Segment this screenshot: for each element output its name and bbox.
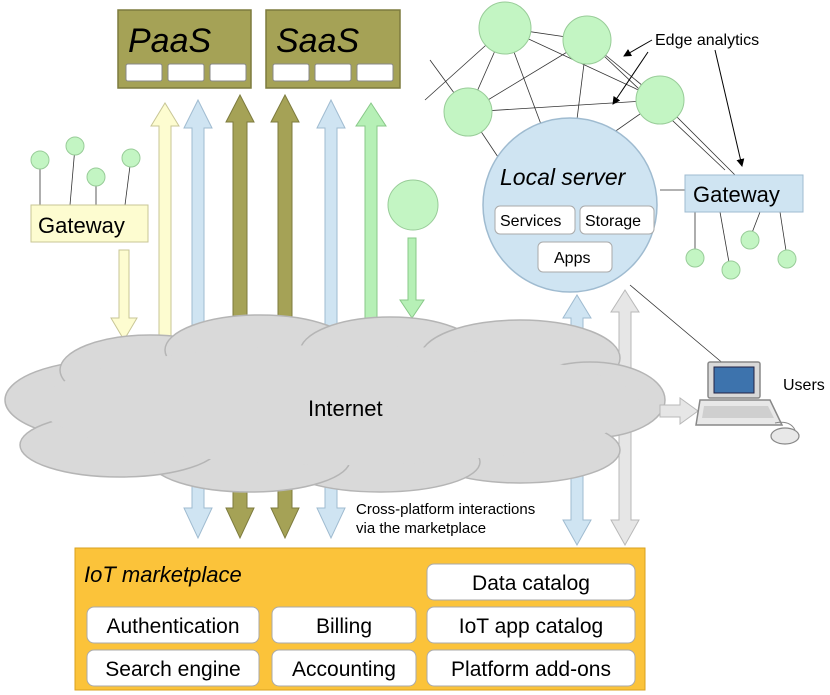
platform-paas: PaaS xyxy=(117,9,252,89)
left-sensor-nodes xyxy=(30,136,141,187)
gateway-left-label: Gateway xyxy=(38,213,125,238)
gateway-left: Gateway xyxy=(30,204,149,243)
edge-nodes xyxy=(443,1,685,137)
internet-label: Internet xyxy=(308,396,383,421)
edge-analytics-label: Edge analytics xyxy=(655,32,759,49)
iot-marketplace: IoT marketplace Data catalog Authenticat… xyxy=(74,547,646,691)
arrow-blue-bidirectional-1 xyxy=(183,98,213,540)
local-server: Local server Services Storage Apps xyxy=(482,117,658,293)
platform-saas-label: SaaS xyxy=(276,22,359,60)
arrow-to-users xyxy=(659,397,699,425)
cross-platform-note-line2: via the marketplace xyxy=(356,520,486,537)
arrow-green-up xyxy=(355,102,387,331)
users-label: Users xyxy=(783,377,825,394)
marketplace-module-platform-add-ons: Platform add-ons xyxy=(451,658,611,681)
arrow-green-down xyxy=(399,237,425,319)
marketplace-module-accounting: Accounting xyxy=(292,658,396,681)
marketplace-module-data-catalog: Data catalog xyxy=(472,572,590,595)
edge-analytics-pointers xyxy=(612,39,745,167)
marketplace-module-iot-app-catalog: IoT app catalog xyxy=(459,615,603,638)
gateway-right-label: Gateway xyxy=(693,182,780,207)
marketplace-module-billing: Billing xyxy=(316,615,372,638)
right-sensor-nodes xyxy=(685,230,797,280)
laptop-icon xyxy=(695,361,800,445)
marketplace-module-search-engine: Search engine xyxy=(105,658,240,681)
local-server-module-storage: Storage xyxy=(585,213,641,230)
arrow-yellow-up xyxy=(150,102,180,351)
gateway-right: Gateway xyxy=(684,174,804,213)
arrow-blue-bidirectional-2 xyxy=(316,98,346,540)
internet-cloud-fill xyxy=(40,345,640,465)
cross-platform-note-line1: Cross-platform interactions xyxy=(356,501,535,518)
local-server-module-services: Services xyxy=(500,213,561,230)
arrow-yellow-down xyxy=(110,249,138,341)
platform-paas-label: PaaS xyxy=(128,22,211,60)
marketplace-title: IoT marketplace xyxy=(84,562,242,587)
standalone-sensor-node xyxy=(387,179,439,231)
marketplace-module-authentication: Authentication xyxy=(106,615,239,638)
local-server-title: Local server xyxy=(500,164,627,190)
platform-saas: SaaS xyxy=(265,9,401,89)
left-sensor-links xyxy=(39,146,132,206)
local-server-module-apps: Apps xyxy=(554,250,590,267)
